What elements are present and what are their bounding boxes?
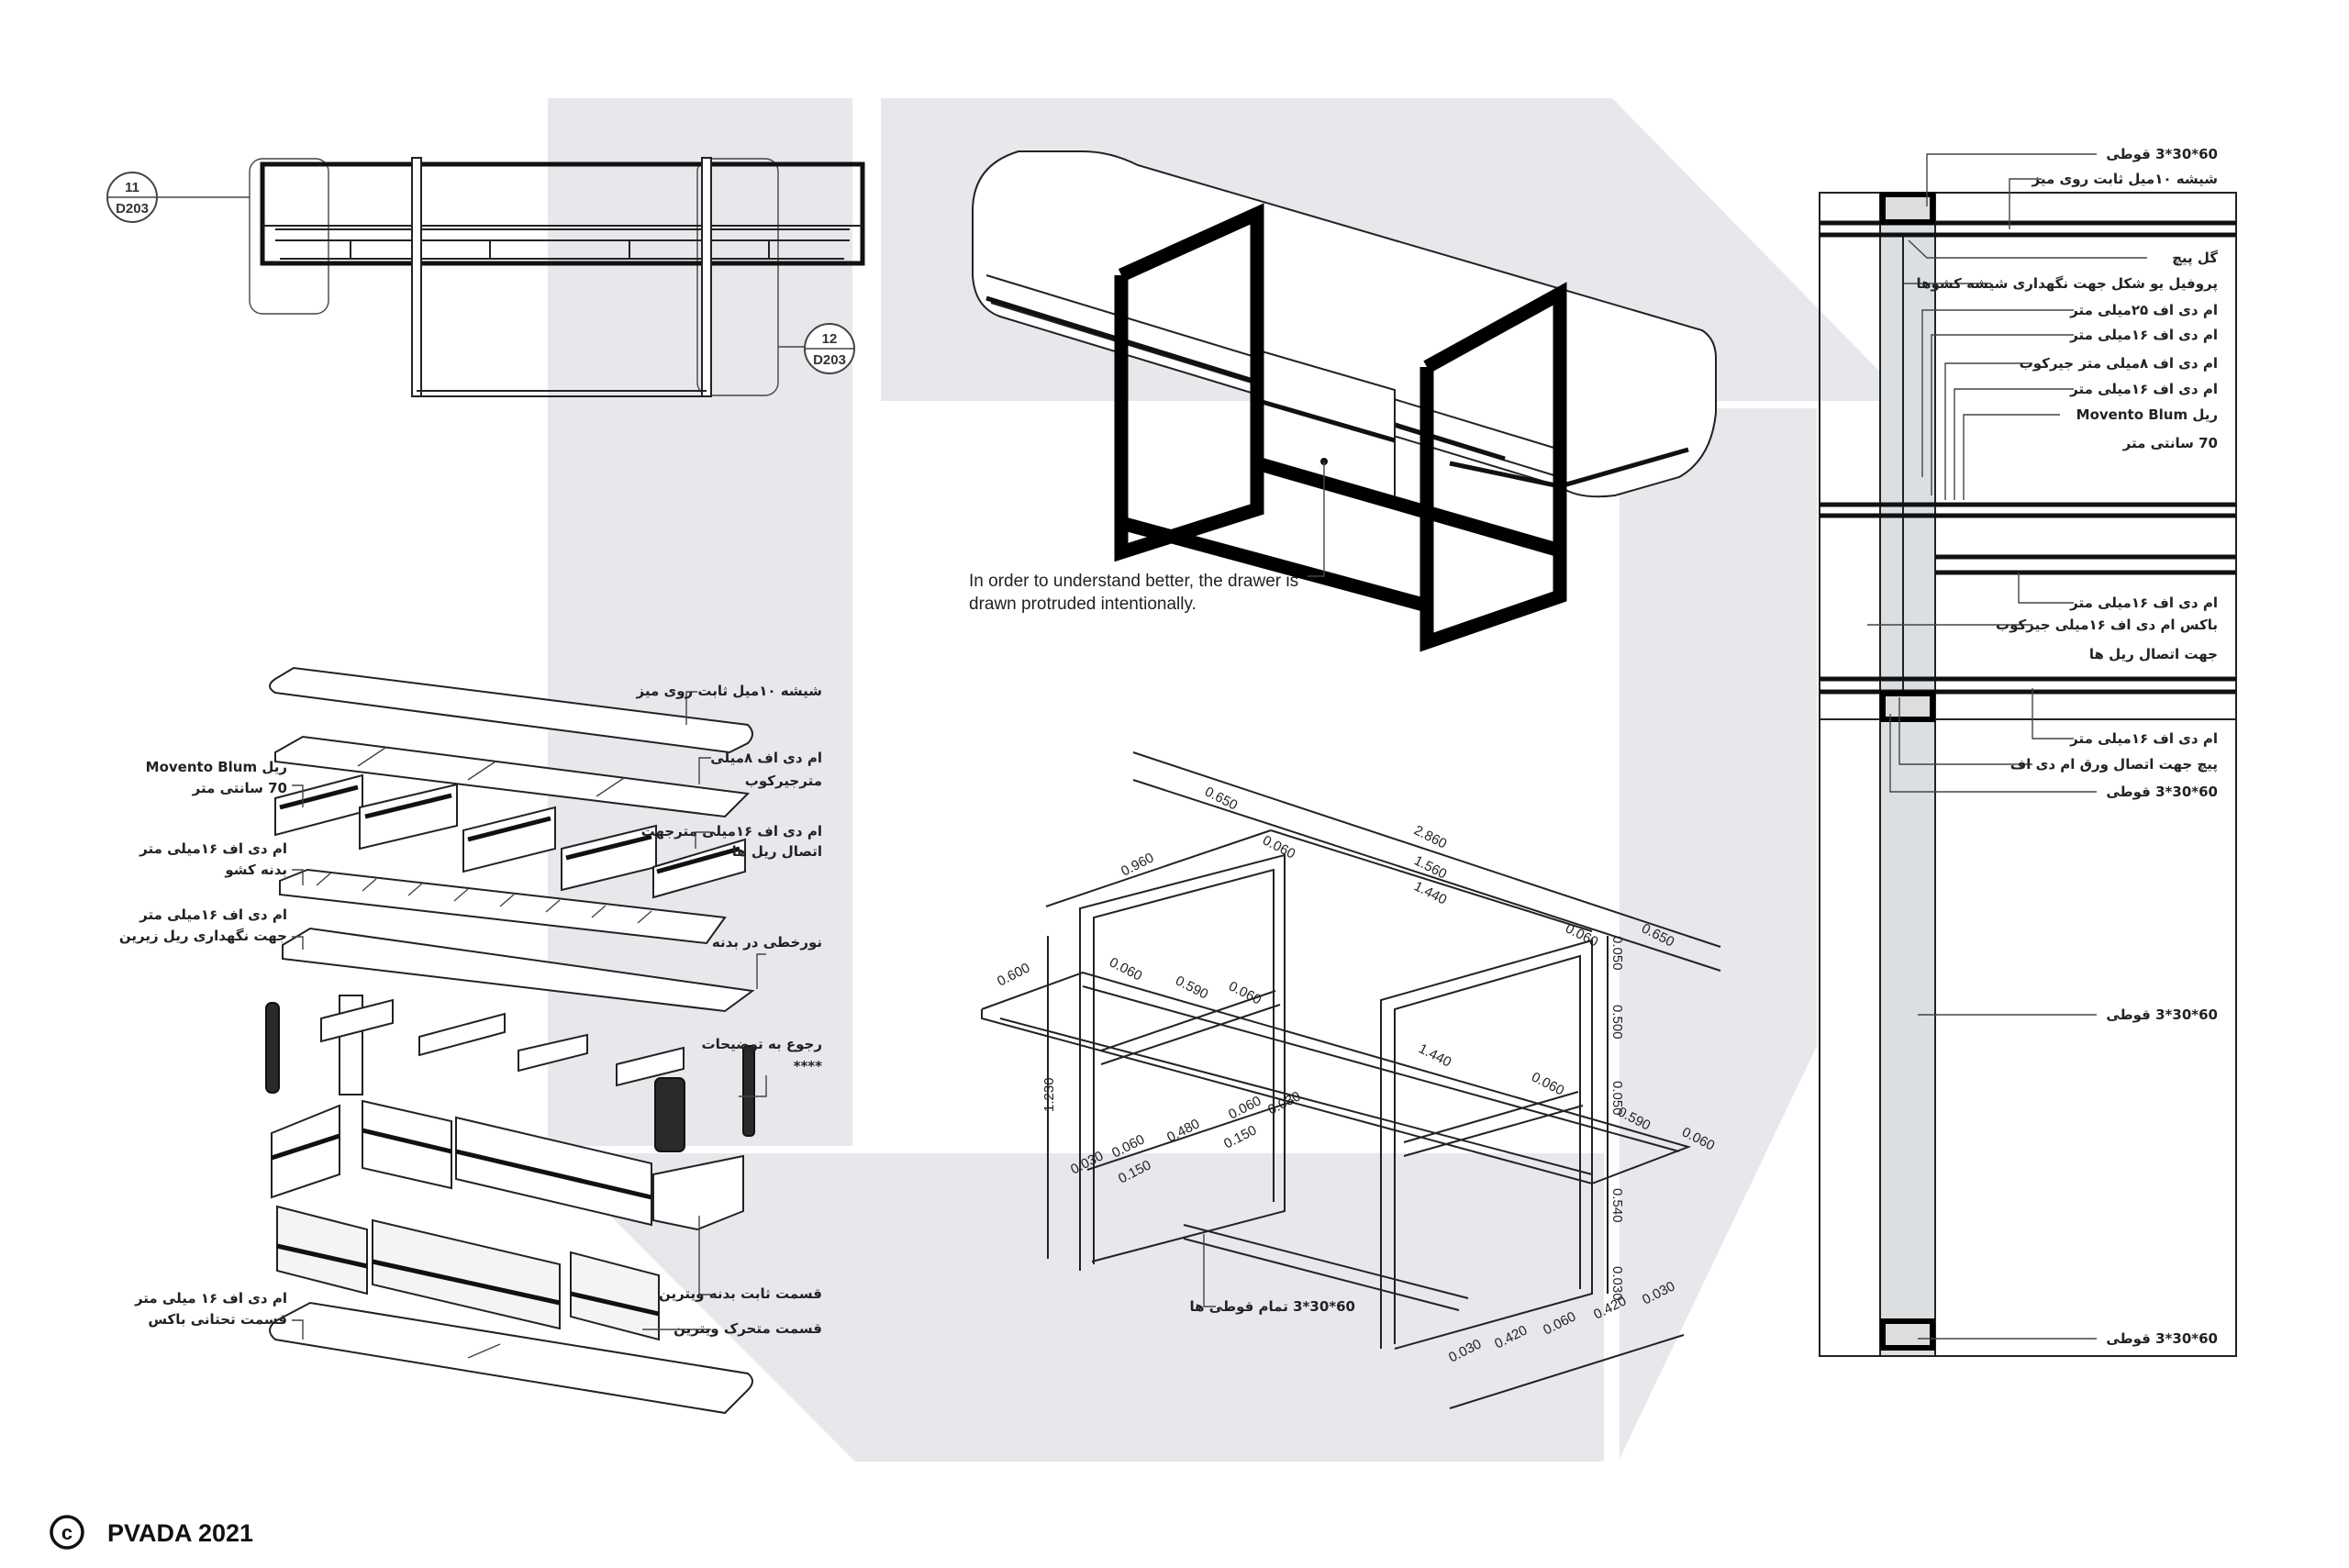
dim: 0.150 <box>1221 1122 1259 1151</box>
isometric-desk-drawing: In order to understand better, the drawe… <box>969 150 1717 652</box>
section-label: ام دی اف ۸میلی متر جیرکوب <box>2020 355 2218 372</box>
section-label: 60*30*3 قوطی <box>2106 1330 2218 1347</box>
front-elevation-drawing: 11 D203 12 D203 <box>106 157 865 397</box>
section-callout-12[interactable]: 12 D203 <box>804 323 855 374</box>
section-label: پروفیل یو شکل جهت نگهداری شیشه کشوها <box>1916 275 2218 293</box>
glass-top-part <box>269 666 753 754</box>
dim: 0.060 <box>1226 978 1264 1007</box>
label-lower-rail-2: جهت نگهداری ریل زیرین <box>119 928 287 944</box>
label-glass-top: شیشه ۱۰میل ثابت روی میز <box>636 683 822 699</box>
section-label: پیچ جهت اتصال ورق ام دی اف <box>2010 756 2218 773</box>
label-drawer-body-2: بدنه کشو <box>224 862 287 878</box>
dim: 2.860 <box>1411 822 1449 851</box>
mdf8-top-part <box>274 735 751 818</box>
steel-tube-sections <box>1880 192 1935 1351</box>
exploded-labels: شیشه ۱۰میل ثابت روی میز ام دی اف ۸میلی م… <box>119 683 822 1337</box>
label-mdf8-2: مترجیرکوب <box>745 773 822 789</box>
bg-bottom-chevron <box>548 1153 1604 1462</box>
label-refer-1: رجوع به توضیحات <box>702 1036 822 1052</box>
section-leaders <box>1867 153 2147 1340</box>
dim: 0.050 <box>1609 1081 1625 1116</box>
section-labels: 60*30*3 قوطی شیشه ۱۰میل ثابت روی میز گل … <box>1916 146 2218 1347</box>
frame-tube-label: 60*30*3 تمام قوطی ها <box>1190 1298 1355 1315</box>
section-label: ام دی اف ۲۵میلی متر <box>2069 302 2218 318</box>
dim: 1.440 <box>1416 1040 1453 1070</box>
label-lower-rail-1: ام دی اف ۱۶میلی متر <box>139 906 287 923</box>
frame-label-leader <box>1203 1234 1216 1307</box>
exploded-view-drawing: شیشه ۱۰میل ثابت روی میز ام دی اف ۸میلی م… <box>119 666 822 1415</box>
copyright-credit: PVADA 2021 <box>107 1519 253 1547</box>
label-linear-light: نورخطی در بدنه <box>712 934 822 951</box>
bg-right-strip <box>1620 408 1817 1459</box>
label-box-bottom-1: ام دی اف ۱۶ میلی متر <box>134 1290 287 1307</box>
section-detail-drawing: 60*30*3 قوطی شیشه ۱۰میل ثابت روی میز گل … <box>1819 146 2237 1357</box>
dim: 1.440 <box>1411 878 1449 907</box>
section-label: ریل Movento Blum <box>2076 406 2218 423</box>
section-label: شیشه ۱۰میل ثابت روی میز <box>2032 171 2218 187</box>
section-label: ام دی اف ۱۶میلی متر <box>2069 730 2218 747</box>
label-mdf16-rail-1: ام دی اف ۱۶میلی مترجهت <box>641 823 822 840</box>
section-label: باکس ام دی اف ۱۶میلی جیرکوب <box>1996 617 2218 633</box>
label-rail-2: 70 سانتی متر <box>192 780 287 796</box>
drawer-fronts <box>274 773 746 899</box>
callout-12-number: 12 <box>822 331 838 347</box>
dim: 0.030 <box>1609 1266 1625 1301</box>
dim: 1.560 <box>1411 852 1449 882</box>
box-bottom-board <box>269 1301 753 1415</box>
copyright-symbol: c <box>61 1521 72 1544</box>
drawer-note-leader <box>1308 462 1325 577</box>
section-label: ام دی اف ۱۶میلی متر <box>2069 327 2218 343</box>
label-drawer-body-1: ام دی اف ۱۶میلی متر <box>139 840 287 857</box>
section-label: گل پیچ <box>2172 250 2218 267</box>
lower-rail-board <box>282 927 755 1013</box>
label-moving-part: قسمت متحرک ویترین <box>674 1320 822 1337</box>
section-label: 70 سانتی متر <box>2122 435 2218 451</box>
dim: 0.060 <box>1529 1069 1566 1098</box>
copyright-icon <box>50 1515 84 1550</box>
exploded-leaders <box>292 691 767 1340</box>
copyright-footer: c PVADA 2021 <box>50 1515 253 1550</box>
label-rail-1: ریل Movento Blum <box>146 759 287 775</box>
dim: 0.540 <box>1609 1188 1625 1223</box>
dim: 0.050 <box>1609 936 1625 971</box>
label-mdf8-1: ام دی اف ۸میلی <box>710 750 822 766</box>
dim: 0.480 <box>1164 1116 1202 1145</box>
front-panels <box>276 1205 660 1341</box>
callout-12-sheet: D203 <box>813 352 846 368</box>
section-label: جهت اتصال ریل ها <box>2089 646 2218 662</box>
callout-11-sheet: D203 <box>116 201 149 217</box>
label-fixed-part: قسمت ثابت بدنه ویترین <box>659 1285 822 1302</box>
dim: 0.500 <box>1609 1005 1625 1040</box>
callout-11-number: 11 <box>125 180 139 195</box>
section-callout-11[interactable]: 11 D203 <box>106 172 158 223</box>
section-label: 60*30*3 قوطی <box>2106 784 2218 800</box>
dim: 0.600 <box>995 960 1032 989</box>
section-label: ام دی اف ۱۶میلی متر <box>2069 381 2218 397</box>
drawer-note-line1: In order to understand better, the drawe… <box>969 572 1298 591</box>
drawer-note-line2: drawn protruded intentionally. <box>969 595 1197 614</box>
label-box-bottom-2: قسمت تحتانی باکس <box>148 1311 287 1328</box>
section-label: 60*30*3 قوطی <box>2106 1006 2218 1023</box>
label-mdf16-rail-2: اتصال ریل ها <box>732 843 822 860</box>
label-refer-2: **** <box>794 1058 823 1074</box>
dim: 1.230 <box>1041 1077 1057 1112</box>
dim: 0.060 <box>1107 954 1144 984</box>
section-label: 60*30*3 قوطی <box>2106 146 2218 162</box>
dim: 0.590 <box>1173 973 1210 1002</box>
section-label: ام دی اف ۱۶میلی متر <box>2069 595 2218 611</box>
rear-panels <box>271 1099 744 1231</box>
